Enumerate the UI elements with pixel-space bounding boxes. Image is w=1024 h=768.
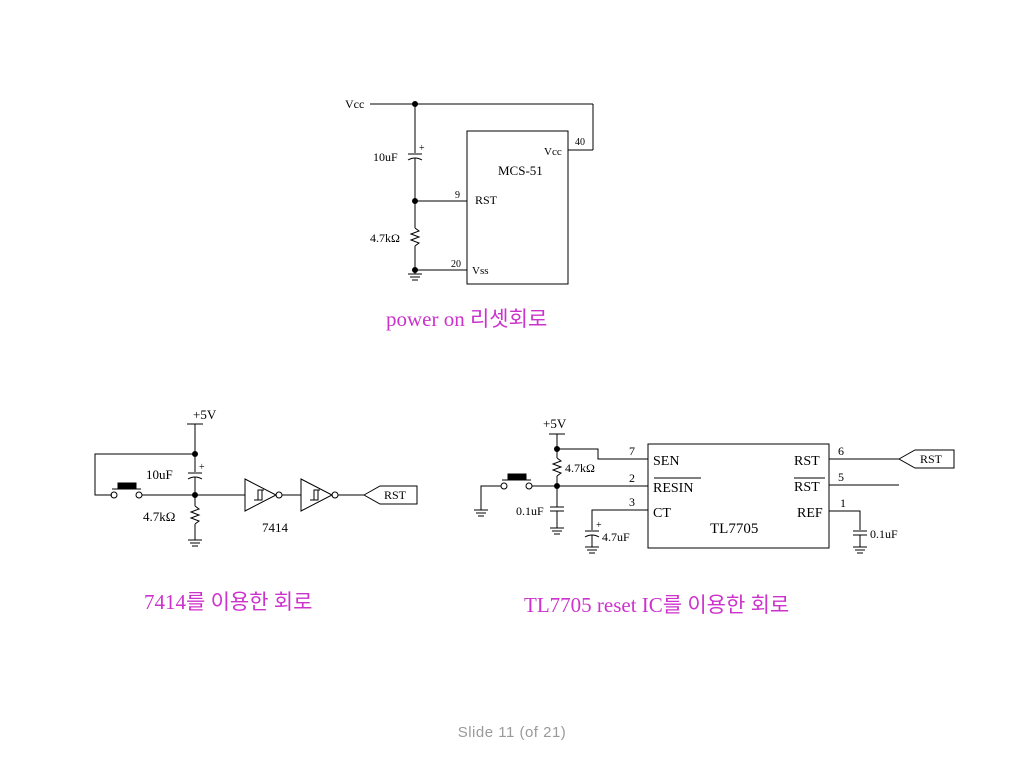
vcc-label: Vcc xyxy=(345,97,364,111)
cap-value-label: 0.1uF xyxy=(870,527,898,541)
push-switch xyxy=(500,473,533,490)
rst-tag-label: RST xyxy=(920,452,943,466)
circuit2-caption: 7414를 이용한 회로 xyxy=(144,590,313,614)
ground-symbol xyxy=(474,509,488,517)
res-value-label: 4.7kΩ xyxy=(370,231,400,245)
pin-name: RESIN xyxy=(653,481,693,496)
resistor-4k7 xyxy=(409,227,421,247)
slide-footer: Slide 11 (of 21) xyxy=(457,724,567,741)
pin-number: 6 xyxy=(838,444,844,458)
pin-number: 3 xyxy=(629,495,635,509)
supply-label: +5V xyxy=(543,416,567,431)
push-switch xyxy=(110,482,143,499)
ref-wire xyxy=(829,510,861,530)
pin-name: Vcc xyxy=(544,146,562,158)
ground-symbol xyxy=(853,546,867,554)
chip-name-label: MCS-51 xyxy=(498,163,543,178)
circuit1-caption: power on 리셋회로 xyxy=(386,307,548,331)
tl7705-chip xyxy=(647,443,830,549)
switch-loop-wire xyxy=(94,453,195,496)
power-on-reset-circuit xyxy=(370,101,594,285)
tl7705-circuit xyxy=(474,433,955,554)
pin-name: CT xyxy=(653,506,671,521)
cap-polarity-mark: + xyxy=(419,143,425,154)
cap-polarity-mark: + xyxy=(199,462,205,473)
pin-number: 2 xyxy=(629,471,635,485)
ic-part-label: 7414 xyxy=(262,520,289,535)
pin-number: 1 xyxy=(840,496,846,510)
mcs51-chip xyxy=(466,130,569,285)
switch-ground-wire xyxy=(480,485,501,510)
circuit3-caption: TL7705 reset IC를 이용한 회로 xyxy=(524,593,790,617)
ct-wire xyxy=(591,509,648,530)
pin-name: RST xyxy=(475,193,498,207)
schmitt-inverter-2 xyxy=(300,478,339,512)
sen-wire xyxy=(557,448,648,460)
rst-output-tag xyxy=(362,485,418,505)
supply-label: +5V xyxy=(193,407,217,422)
res-value-label: 4.7kΩ xyxy=(565,461,595,475)
pin-number: 20 xyxy=(451,259,461,270)
cap-value-label: 4.7uF xyxy=(602,530,630,544)
ground-symbol xyxy=(585,546,599,554)
cap-value-label: 10uF xyxy=(373,150,398,164)
rst-tag-label: RST xyxy=(384,488,407,502)
pin-number: 7 xyxy=(629,444,635,458)
cap-value-label: 0.1uF xyxy=(516,504,544,518)
pin-number: 40 xyxy=(575,137,585,148)
pin-number: 9 xyxy=(455,190,460,201)
ground-symbol xyxy=(550,527,564,535)
cap-value-label: 10uF xyxy=(146,467,173,482)
resistor-4k7 xyxy=(551,457,563,477)
cap-polarity-mark: + xyxy=(596,520,602,531)
pin-name: Vss xyxy=(472,265,489,277)
schmitt-trigger-circuit xyxy=(94,423,418,547)
pin-name: RST xyxy=(794,480,820,495)
pin-name: SEN xyxy=(653,454,679,469)
ground-symbol xyxy=(188,539,202,547)
capacitor-0.1uf-ref xyxy=(853,530,867,536)
pin-number: 5 xyxy=(838,470,844,484)
ground-symbol xyxy=(408,270,422,281)
chip-name-label: TL7705 xyxy=(710,521,758,537)
schmitt-inverter-1 xyxy=(244,478,283,512)
capacitor-0.1uf xyxy=(550,506,564,512)
pin-name: REF xyxy=(797,506,823,521)
res-value-label: 4.7kΩ xyxy=(143,509,175,524)
pin-name: RST xyxy=(794,454,820,469)
rst-output-tag xyxy=(897,449,955,469)
resistor-4k7 xyxy=(189,505,201,525)
